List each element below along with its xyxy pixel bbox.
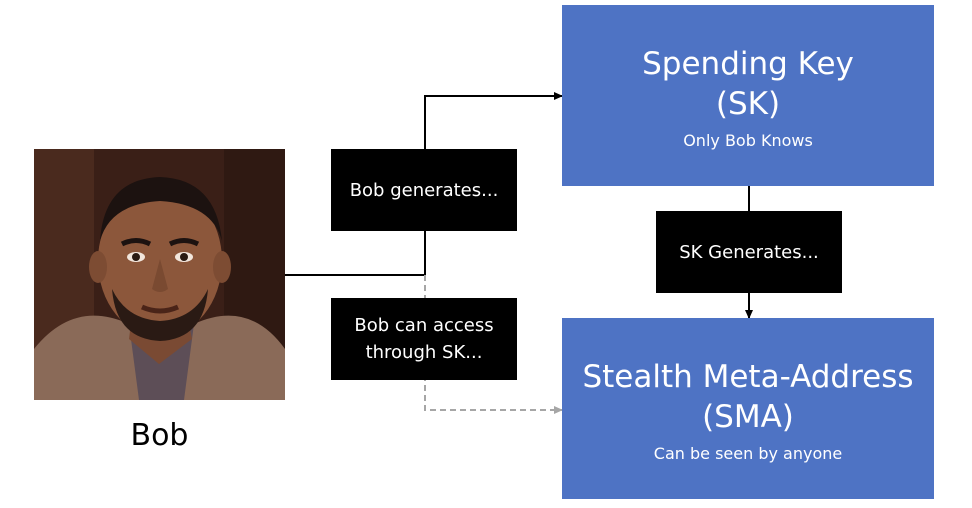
stealth-meta-address-box: Stealth Meta-Address (SMA) Can be seen b…	[562, 318, 934, 499]
sk-generates-text: SK Generates...	[679, 241, 819, 263]
bob-name-label: Bob	[130, 418, 189, 453]
bob-generates-text: Bob generates...	[349, 179, 499, 201]
bob-portrait-image	[34, 149, 285, 400]
sma-title: Stealth Meta-Address	[582, 358, 914, 395]
spending-key-title: Spending Key	[642, 45, 854, 82]
bob-generates-label: Bob generates...	[331, 149, 517, 231]
bob-photo	[34, 149, 285, 400]
bob-access-text-line1: Bob can access	[354, 315, 494, 336]
spending-key-box: Spending Key (SK) Only Bob Knows	[562, 5, 934, 186]
sma-abbr: (SMA)	[702, 398, 794, 435]
bob-access-text-line2: through SK...	[365, 342, 483, 363]
sk-generates-label: SK Generates...	[656, 211, 842, 293]
spending-key-abbr: (SK)	[715, 85, 781, 122]
spending-key-note: Only Bob Knows	[683, 130, 813, 150]
bob-access-label: Bob can access through SK...	[331, 298, 517, 380]
sma-note: Can be seen by anyone	[653, 443, 843, 463]
